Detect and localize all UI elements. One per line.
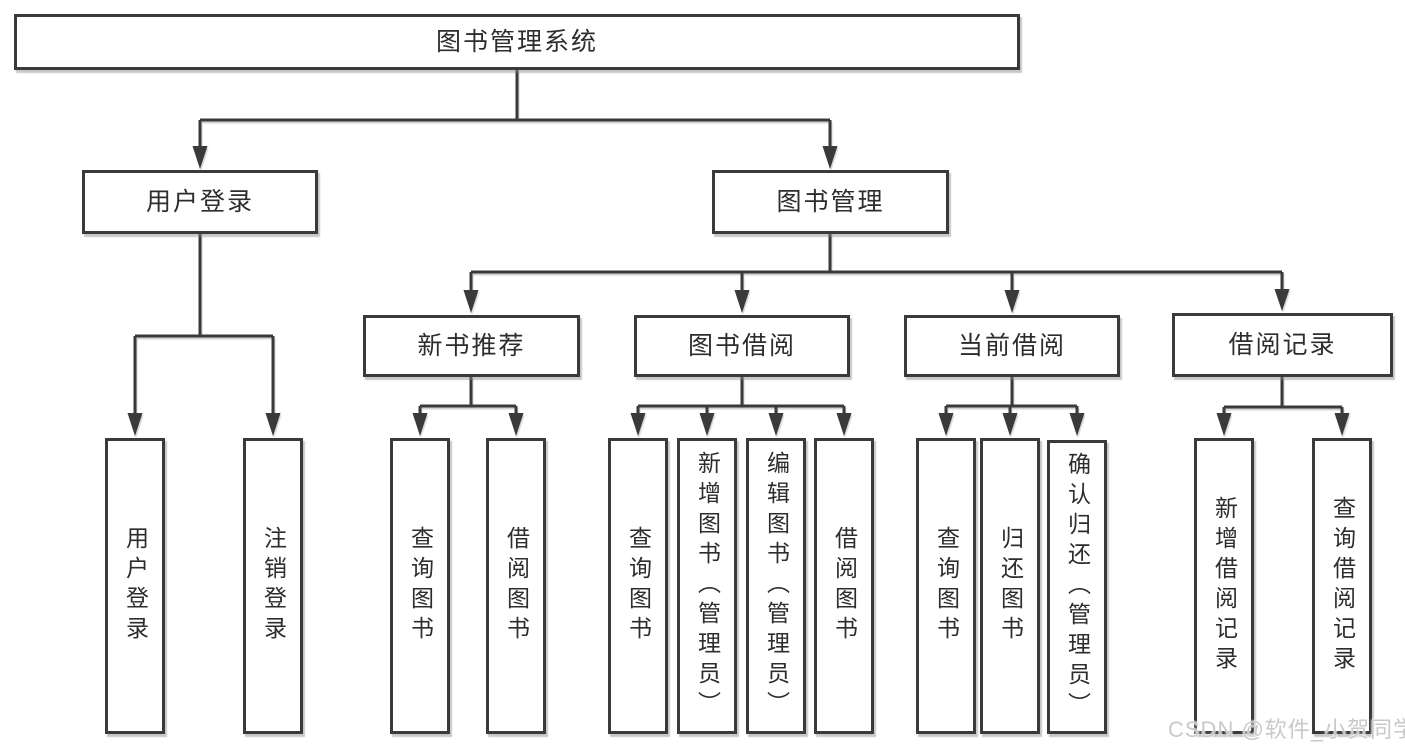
- leaf-user-login-label: 用户登录: [122, 526, 149, 646]
- leaf-add-books-admin: 新增图书（管理员）: [677, 438, 737, 734]
- node-borrow-records: 借阅记录: [1172, 313, 1393, 377]
- node-new-book-recommend: 新书推荐: [363, 315, 580, 377]
- node-current-borrow: 当前借阅: [904, 315, 1120, 377]
- leaf-user-login: 用户登录: [105, 438, 165, 734]
- leaf-add-borrow-record-label: 新增借阅记录: [1211, 496, 1238, 676]
- leaf-edit-books-admin: 编辑图书（管理员）: [746, 438, 806, 734]
- leaf-logout: 注销登录: [243, 438, 303, 734]
- node-user-login-label: 用户登录: [145, 187, 254, 216]
- node-book-borrow-label: 图书借阅: [687, 331, 796, 360]
- leaf-borrow-books-recommend: 借阅图书: [486, 438, 546, 734]
- node-user-login: 用户登录: [82, 170, 318, 234]
- node-borrow-records-label: 借阅记录: [1228, 330, 1337, 359]
- leaf-query-books-borrow: 查询图书: [608, 438, 668, 734]
- leaf-return-books-label: 归还图书: [997, 526, 1024, 646]
- leaf-query-books-recommend: 查询图书: [390, 438, 450, 734]
- node-book-borrow: 图书借阅: [634, 315, 850, 377]
- leaf-query-books-borrow-label: 查询图书: [625, 526, 652, 646]
- leaf-borrow-books-label: 借阅图书: [831, 526, 858, 646]
- leaf-borrow-books-recommend-label: 借阅图书: [503, 526, 530, 646]
- node-library-system: 图书管理系统: [14, 14, 1020, 70]
- leaf-borrow-books: 借阅图书: [814, 438, 874, 734]
- leaf-confirm-return-admin: 确认归还（管理员）: [1047, 440, 1107, 734]
- leaf-confirm-return-admin-label: 确认归还（管理员）: [1064, 452, 1091, 722]
- leaf-logout-label: 注销登录: [260, 526, 287, 646]
- leaf-query-books-current: 查询图书: [916, 438, 976, 734]
- node-book-management: 图书管理: [712, 170, 949, 234]
- leaf-edit-books-admin-label: 编辑图书（管理员）: [763, 451, 790, 721]
- leaf-query-books-current-label: 查询图书: [933, 526, 960, 646]
- node-library-system-label: 图书管理系统: [435, 27, 598, 56]
- leaf-query-books-recommend-label: 查询图书: [407, 526, 434, 646]
- leaf-add-borrow-record: 新增借阅记录: [1194, 438, 1254, 734]
- leaf-query-borrow-record-label: 查询借阅记录: [1329, 496, 1356, 676]
- node-new-book-recommend-label: 新书推荐: [417, 331, 526, 360]
- leaf-add-books-admin-label: 新增图书（管理员）: [694, 451, 721, 721]
- leaf-query-borrow-record: 查询借阅记录: [1312, 438, 1372, 734]
- leaf-return-books: 归还图书: [980, 438, 1040, 734]
- node-book-management-label: 图书管理: [776, 187, 885, 216]
- node-current-borrow-label: 当前借阅: [957, 331, 1066, 360]
